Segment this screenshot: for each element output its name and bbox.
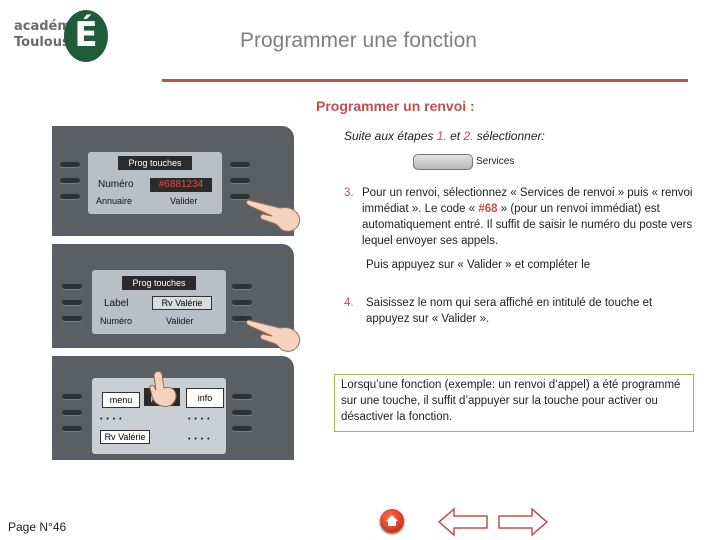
right-key[interactable] bbox=[232, 426, 252, 431]
field-value: Rv Valérie bbox=[152, 296, 212, 310]
screen-header: Prog touches bbox=[122, 276, 196, 290]
services-key[interactable] bbox=[413, 154, 473, 170]
logo-line2: Toulouse bbox=[14, 35, 79, 50]
phone-display-1: Prog touches Numéro #6881234 Annuaire Va… bbox=[52, 126, 294, 236]
step3-paragraph: Pour un renvoi, sélectionnez « Services … bbox=[362, 185, 697, 249]
home-button[interactable] bbox=[380, 509, 404, 533]
left-key[interactable] bbox=[60, 162, 80, 167]
section-subtitle: Programmer un renvoi : bbox=[316, 98, 475, 114]
field-value: #6881234 bbox=[150, 178, 212, 192]
right-key[interactable] bbox=[232, 300, 252, 305]
intro-mid: et bbox=[446, 129, 464, 143]
right-key[interactable] bbox=[230, 162, 250, 167]
dots-right: • • • • bbox=[188, 416, 211, 423]
right-key[interactable] bbox=[230, 178, 250, 183]
step3-code: #68 bbox=[478, 203, 498, 215]
step4-number: 4. bbox=[344, 297, 354, 309]
title-divider bbox=[162, 79, 688, 82]
field-label: Label bbox=[104, 298, 129, 309]
tab-menu[interactable]: menu bbox=[102, 392, 140, 408]
softkey-left: Annuaire bbox=[96, 196, 133, 206]
step4-text: Saisissez le nom qui sera affiché en int… bbox=[366, 297, 653, 325]
right-key[interactable] bbox=[232, 316, 252, 321]
academie-logo: académie Toulouse É bbox=[14, 8, 108, 64]
left-key[interactable] bbox=[62, 284, 82, 289]
right-key[interactable] bbox=[232, 284, 252, 289]
phone-display-3: menu perso info • • • • • • • • Rv Valér… bbox=[52, 356, 294, 460]
screen-header: Prog touches bbox=[118, 156, 192, 170]
step3-text3: Puis appuyez sur « Valider » et compléte… bbox=[366, 259, 591, 271]
right-key[interactable] bbox=[230, 194, 250, 199]
phone-screen: menu perso info • • • • • • • • Rv Valér… bbox=[92, 378, 226, 454]
tab-info[interactable]: info bbox=[186, 388, 224, 408]
intro-prefix: Suite aux étapes bbox=[344, 129, 437, 143]
dots-left: • • • • bbox=[100, 416, 123, 423]
note-text: Lorsqu’une fonction (exemple: un renvoi … bbox=[341, 379, 681, 423]
left-key[interactable] bbox=[60, 178, 80, 183]
intro-step2: 2. bbox=[463, 129, 474, 143]
pointing-hand-icon bbox=[246, 319, 301, 352]
left-key[interactable] bbox=[60, 194, 80, 199]
intro-step1: 1. bbox=[436, 129, 447, 143]
phone-screen: Prog touches Label Rv Valérie Numéro Val… bbox=[92, 270, 226, 334]
pointing-hand-icon bbox=[149, 370, 177, 407]
right-key[interactable] bbox=[232, 394, 252, 399]
page-number: Page N°46 bbox=[8, 520, 67, 534]
field-label: Numéro bbox=[98, 179, 134, 190]
left-key[interactable] bbox=[62, 300, 82, 305]
intro-line: Suite aux étapes 1. et 2. sélectionner: bbox=[344, 129, 545, 143]
softkey-right: Valider bbox=[170, 196, 198, 206]
right-key[interactable] bbox=[232, 410, 252, 415]
softkey-left: Numéro bbox=[100, 316, 133, 326]
phone-screen: Prog touches Numéro #6881234 Annuaire Va… bbox=[88, 152, 222, 214]
left-key[interactable] bbox=[62, 394, 82, 399]
logo-emblem: É bbox=[64, 10, 108, 62]
programmed-key-label[interactable]: Rv Valérie bbox=[100, 430, 150, 444]
note-box: Lorsqu’une fonction (exemple: un renvoi … bbox=[334, 374, 694, 432]
step3: 3. bbox=[344, 185, 694, 201]
step3-text2: » (pour un renvoi immédiat) est automati… bbox=[362, 203, 693, 247]
page-title: Programmer une fonction bbox=[240, 29, 477, 52]
softkey-right: Valider bbox=[166, 316, 194, 326]
left-key[interactable] bbox=[62, 410, 82, 415]
pointing-hand-icon bbox=[246, 199, 301, 232]
logo-letter: É bbox=[74, 15, 98, 55]
left-key[interactable] bbox=[62, 426, 82, 431]
previous-arrow-icon[interactable] bbox=[438, 507, 488, 537]
next-arrow-icon[interactable] bbox=[498, 507, 548, 537]
intro-suffix: sélectionner: bbox=[473, 129, 545, 143]
step3-text1: Pour un renvoi, sélectionnez « Services … bbox=[362, 187, 693, 215]
services-key-label: Services bbox=[476, 156, 515, 167]
home-icon bbox=[386, 515, 398, 526]
phone-display-2: Prog touches Label Rv Valérie Numéro Val… bbox=[52, 244, 294, 348]
step3-number: 3. bbox=[344, 187, 354, 199]
dots-right-2: • • • • bbox=[188, 436, 211, 443]
left-key[interactable] bbox=[62, 316, 82, 321]
